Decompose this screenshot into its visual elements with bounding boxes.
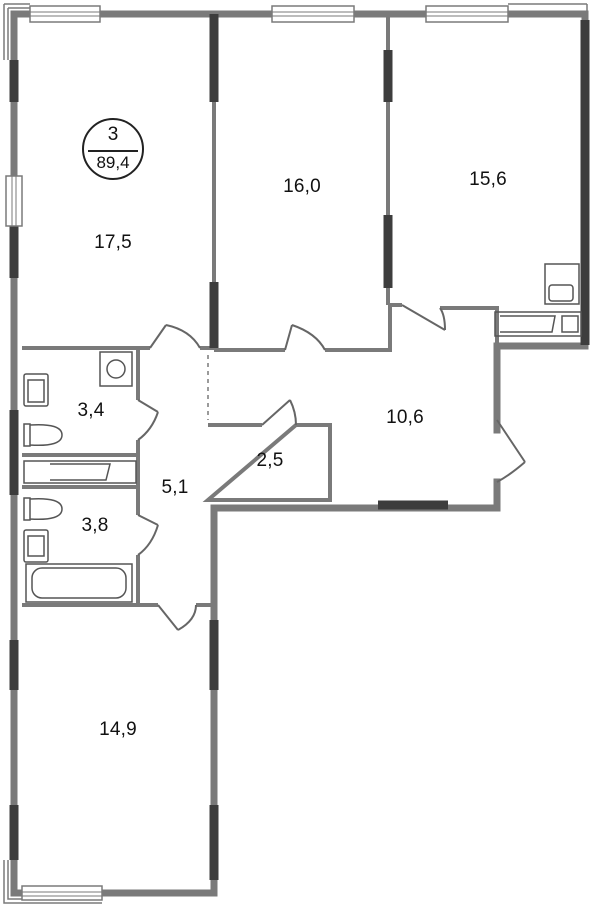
window-top-1 [29, 5, 101, 23]
sink-lower-bowl [27, 535, 45, 557]
door-storage [261, 399, 297, 426]
windows [5, 5, 509, 901]
room-area-bedroom-bottom: 14,9 [99, 719, 137, 740]
toilet-lower [23, 497, 63, 521]
window-mullions [11, 11, 508, 897]
shower-tray [23, 460, 137, 484]
room-area-corridor: 5,1 [161, 477, 189, 498]
corner-bottom-left [3, 860, 102, 904]
wall-hall-right [493, 342, 589, 434]
door-entrance [496, 419, 526, 483]
total-area: 89,4 [96, 153, 130, 172]
apartment-badge: 3 89,4 [82, 118, 144, 180]
door-bath1 [137, 399, 159, 441]
sink-lower [23, 529, 49, 563]
wall-storage [202, 423, 332, 502]
door-bed4 [157, 604, 197, 631]
washing-machine [99, 351, 133, 387]
window-top-2 [271, 5, 355, 23]
fixtures [23, 263, 582, 603]
window-left-1 [5, 175, 23, 227]
room-area-bedroom-top-middle: 16,0 [283, 176, 321, 197]
room-area-bedroom-top-left: 17,5 [94, 232, 132, 253]
window-top-3 [425, 5, 509, 23]
door-bath2 [137, 514, 159, 556]
toilet-upper [23, 423, 63, 447]
wall-lower-right [210, 478, 501, 897]
door-bed2 [284, 324, 326, 351]
room-count: 3 [107, 124, 119, 145]
wall-bed3-bottom [440, 306, 499, 346]
sink-upper [23, 373, 49, 407]
room-area-storage: 2,5 [256, 450, 284, 471]
sink-right [544, 263, 580, 305]
room-area-bathroom-lower: 3,8 [81, 515, 109, 536]
corner-frames [3, 3, 588, 904]
corner-top-left [3, 3, 30, 60]
bathtub [25, 563, 133, 603]
counter [494, 311, 582, 337]
badge-divider [88, 150, 138, 152]
window-bottom [21, 885, 103, 901]
doors [137, 304, 526, 631]
structural-columns [9, 14, 590, 880]
shower-detail [50, 463, 111, 481]
bathtub-inner [31, 567, 127, 599]
sink-upper-bowl [27, 379, 45, 403]
sink-right-bowl [548, 284, 574, 302]
door-bed1 [149, 324, 201, 349]
room-area-bedroom-top-right: 15,6 [469, 169, 507, 190]
door-bed3 [401, 304, 446, 331]
corner-top-right [508, 3, 588, 14]
wall-bed2-bottom-b [325, 303, 402, 352]
counter-detail [500, 315, 579, 333]
washing-machine-drum [106, 359, 126, 379]
room-area-bathroom-upper: 3,4 [77, 400, 105, 421]
room-area-hall: 10,6 [386, 407, 424, 428]
